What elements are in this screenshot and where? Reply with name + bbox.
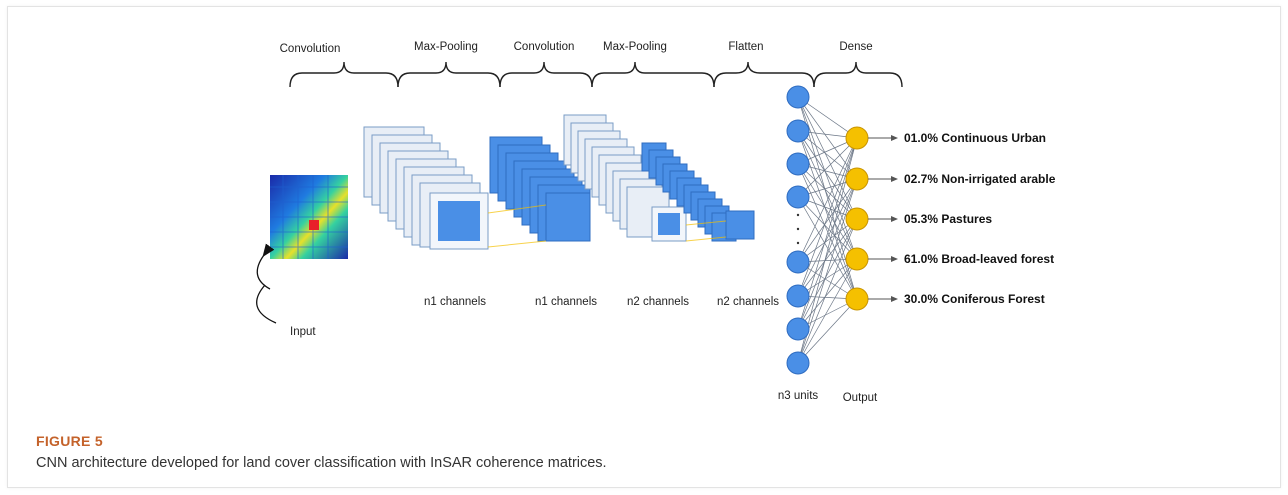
brace-maxpooling-2: [591, 61, 715, 88]
connection-line: [797, 258, 858, 297]
connection-line: [797, 96, 858, 139]
conv2-kernel-window: [658, 213, 680, 235]
flatten-layer: [786, 85, 810, 375]
brace-dense: [813, 61, 903, 88]
class-probability-label: 61.0% Broad-leaved forest: [904, 252, 1054, 266]
class-probability-label: 30.0% Coniferous Forest: [904, 292, 1045, 306]
class-probability-label: 01.0% Continuous Urban: [904, 131, 1046, 145]
connection-line: [797, 178, 858, 330]
input-arrow-upper: [256, 243, 275, 290]
flatten-node: [786, 85, 810, 109]
brace-flatten: [713, 61, 815, 88]
input-arrow-lower: [256, 284, 277, 324]
input-label: Input: [290, 326, 316, 338]
connection-line: [797, 196, 858, 260]
cnn-architecture-diagram: Convolution Max-Pooling Convolution Max-…: [256, 41, 1056, 404]
connection-line: [797, 137, 858, 297]
connection-line: [797, 258, 858, 364]
output-node: [845, 207, 869, 231]
channel-label-conv1: n1 channels: [424, 296, 486, 308]
channel-label-conv2: n2 channels: [627, 296, 689, 308]
stage-braces: [289, 61, 903, 88]
figure-frame: Convolution Max-Pooling Convolution Max-…: [7, 6, 1281, 488]
brace-maxpooling-1: [397, 61, 501, 88]
connection-line: [797, 261, 858, 300]
stage-label-maxpooling-1: Max-Pooling: [414, 41, 478, 53]
connection-line: [797, 137, 858, 263]
flatten-node: [786, 351, 810, 375]
connection-line: [797, 218, 858, 364]
connection-line: [797, 298, 858, 364]
output-node: [845, 247, 869, 271]
feature-maps-conv2: [563, 114, 670, 238]
stage-label-dense: Dense: [839, 41, 872, 53]
flatten-node: [786, 317, 810, 341]
output-label: Output: [843, 392, 878, 404]
stage-label-maxpooling-2: Max-Pooling: [603, 41, 667, 53]
ellipsis-dots: [796, 213, 800, 245]
output-layer: 01.0% Continuous Urban 02.7% Non-irrigate…: [845, 126, 1056, 311]
class-probability-label: 02.7% Non-irrigated arable: [904, 172, 1056, 186]
conv1-kernel-window: [438, 201, 480, 241]
connection-line: [797, 218, 858, 330]
connection-line: [797, 218, 858, 263]
figure-caption: CNN architecture developed for land cove…: [36, 455, 607, 471]
flatten-node: [786, 250, 810, 274]
brace-convolution-1: [289, 61, 399, 88]
connection-line: [797, 218, 858, 297]
flatten-node: [786, 185, 810, 209]
stage-label-convolution-1: Convolution: [280, 43, 341, 55]
matrix-hotspot: [309, 220, 319, 230]
feature-maps-pool1: [489, 136, 591, 242]
stage-label-convolution-2: Convolution: [514, 41, 575, 53]
connection-line: [797, 178, 858, 297]
class-probability-label: 05.3% Pastures: [904, 212, 992, 226]
output-node: [845, 126, 869, 150]
flatten-node: [786, 284, 810, 308]
channel-label-pool1: n1 channels: [535, 296, 597, 308]
flatten-node: [786, 119, 810, 143]
connection-line: [797, 258, 858, 330]
channel-label-pool2: n2 channels: [717, 296, 779, 308]
flatten-node: [786, 152, 810, 176]
units-label: n3 units: [778, 390, 819, 402]
connection-line: [797, 196, 858, 300]
figure-number: FIGURE 5: [36, 433, 103, 449]
connection-line: [797, 178, 858, 263]
brace-convolution-2: [499, 61, 593, 88]
output-node: [845, 287, 869, 311]
stage-label-flatten: Flatten: [728, 41, 763, 53]
input-coherence-matrix: [270, 175, 348, 259]
output-node: [845, 167, 869, 191]
connection-line: [797, 137, 858, 198]
